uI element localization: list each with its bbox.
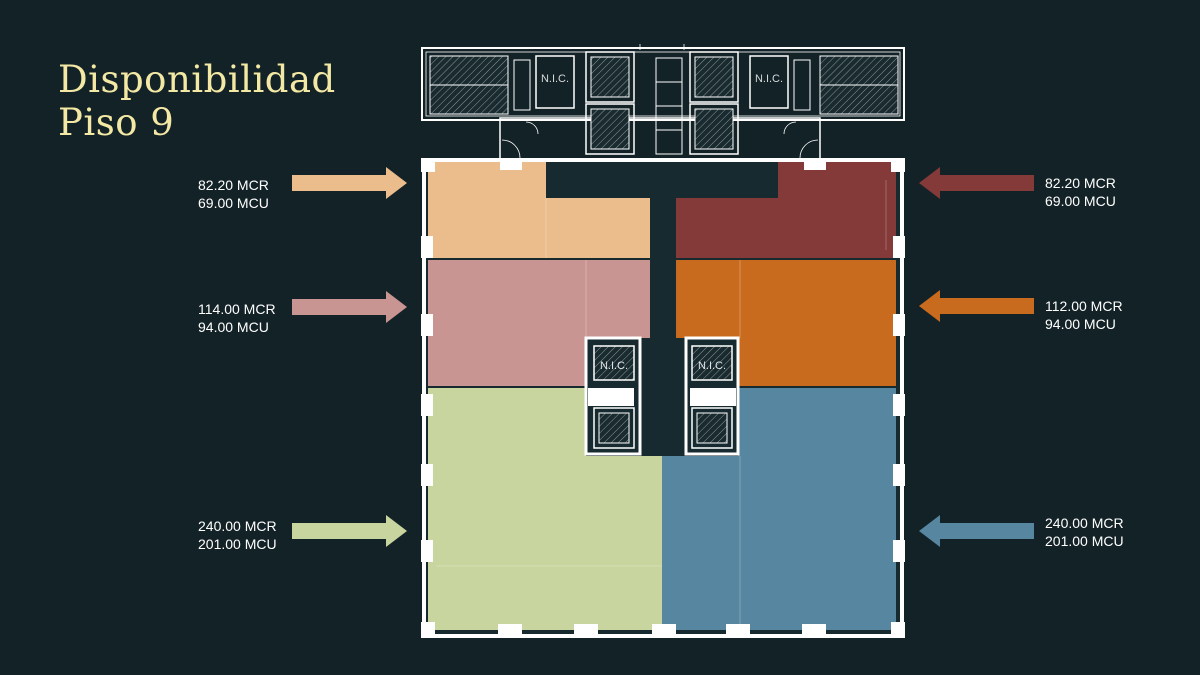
slide-title: Disponibilidad Piso 9 bbox=[58, 58, 336, 144]
label-top-left-mcu: 69.00 MCU bbox=[198, 195, 269, 211]
label-bottom-left-mcu: 201.00 MCU bbox=[198, 536, 277, 552]
arrow-left-icon bbox=[919, 167, 1034, 199]
nic-label-core-right: N.I.C. bbox=[698, 360, 726, 372]
nic-label-core-left: N.I.C. bbox=[600, 360, 628, 372]
label-mid-left-mcr: 114.00 MCR bbox=[198, 301, 276, 317]
label-top-right-mcr: 82.20 MCR bbox=[1045, 175, 1116, 191]
interior-lines bbox=[436, 180, 887, 630]
units bbox=[428, 162, 896, 630]
label-mid-left-mcu: 94.00 MCU bbox=[198, 319, 269, 335]
label-bottom-left-mcr: 240.00 MCR bbox=[198, 518, 277, 534]
arrow-right-icon bbox=[292, 167, 407, 199]
unit-mid-left bbox=[428, 260, 650, 386]
columns bbox=[421, 158, 905, 638]
label-mid-left: 114.00 MCR 94.00 MCU bbox=[198, 300, 276, 336]
unit-top-left bbox=[428, 162, 650, 258]
nic-shaft-top-right bbox=[749, 55, 789, 109]
arrow-top-right bbox=[919, 167, 1034, 199]
service-wing bbox=[421, 44, 905, 161]
nic-label-top-right: N.I.C. bbox=[755, 73, 783, 85]
label-bottom-left: 240.00 MCR 201.00 MCU bbox=[198, 517, 277, 553]
label-top-left: 82.20 MCR 69.00 MCU bbox=[198, 176, 269, 212]
title-line-2: Piso 9 bbox=[58, 101, 175, 144]
nic-shaft-core-right bbox=[691, 345, 733, 381]
label-top-left-mcr: 82.20 MCR bbox=[198, 177, 269, 193]
title-line-1: Disponibilidad bbox=[58, 58, 336, 101]
label-top-right: 82.20 MCR 69.00 MCU bbox=[1045, 174, 1116, 210]
arrow-bottom-left bbox=[292, 515, 407, 547]
arrow-bottom-right bbox=[919, 515, 1034, 547]
arrow-top-left bbox=[292, 167, 407, 199]
unit-bottom-right bbox=[662, 388, 896, 630]
label-bottom-right-mcr: 240.00 MCR bbox=[1045, 515, 1124, 531]
unit-top-right bbox=[676, 162, 896, 258]
label-bottom-right-mcu: 201.00 MCU bbox=[1045, 533, 1124, 549]
nic-shaft-top-left bbox=[535, 55, 575, 109]
label-top-right-mcu: 69.00 MCU bbox=[1045, 193, 1116, 209]
arrow-right-icon bbox=[292, 291, 407, 323]
label-bottom-right: 240.00 MCR 201.00 MCU bbox=[1045, 514, 1124, 550]
arrow-right-icon bbox=[292, 515, 407, 547]
unit-mid-right bbox=[676, 260, 896, 386]
arrow-left-icon bbox=[919, 290, 1034, 322]
arrow-mid-left bbox=[292, 291, 407, 323]
label-mid-right-mcr: 112.00 MCR bbox=[1045, 298, 1123, 314]
unit-bottom-left bbox=[428, 388, 662, 630]
label-mid-right: 112.00 MCR 94.00 MCU bbox=[1045, 297, 1123, 333]
nic-label-top-left: N.I.C. bbox=[541, 73, 569, 85]
label-mid-right-mcu: 94.00 MCU bbox=[1045, 316, 1116, 332]
central-core bbox=[584, 336, 740, 456]
arrow-left-icon bbox=[919, 515, 1034, 547]
nic-shaft-core-left bbox=[593, 345, 635, 381]
arrow-mid-right bbox=[919, 290, 1034, 322]
